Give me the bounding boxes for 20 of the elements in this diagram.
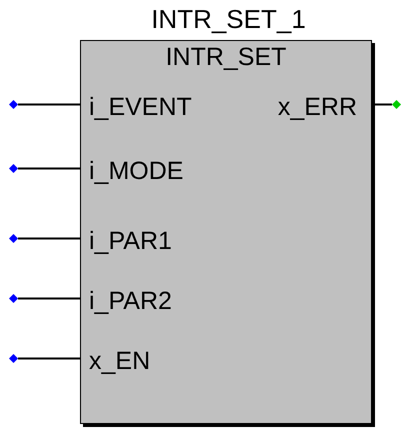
pin-connector-icon (9, 294, 18, 303)
pin-line (18, 358, 80, 360)
pin-label: i_EVENT (89, 93, 192, 121)
pin-line (18, 238, 80, 240)
pin-label: x_ERR (278, 93, 357, 121)
pin-label: i_MODE (89, 157, 184, 185)
pin-connector-icon (9, 100, 18, 109)
pin-label: i_PAR1 (89, 227, 172, 255)
block-type-name: INTR_SET (164, 43, 288, 71)
pin-line (373, 104, 392, 106)
pin-label: i_PAR2 (89, 287, 172, 315)
pin-label: x_EN (89, 347, 150, 375)
pin-line (18, 104, 80, 106)
pin-connector-icon (9, 234, 18, 243)
pin-connector-icon (9, 354, 18, 363)
pin-line (18, 168, 80, 170)
pin-line (18, 298, 80, 300)
pin-connector-icon (9, 164, 18, 173)
instance-name: INTR_SET_1 (150, 4, 307, 34)
pin-connector-icon (392, 100, 401, 109)
